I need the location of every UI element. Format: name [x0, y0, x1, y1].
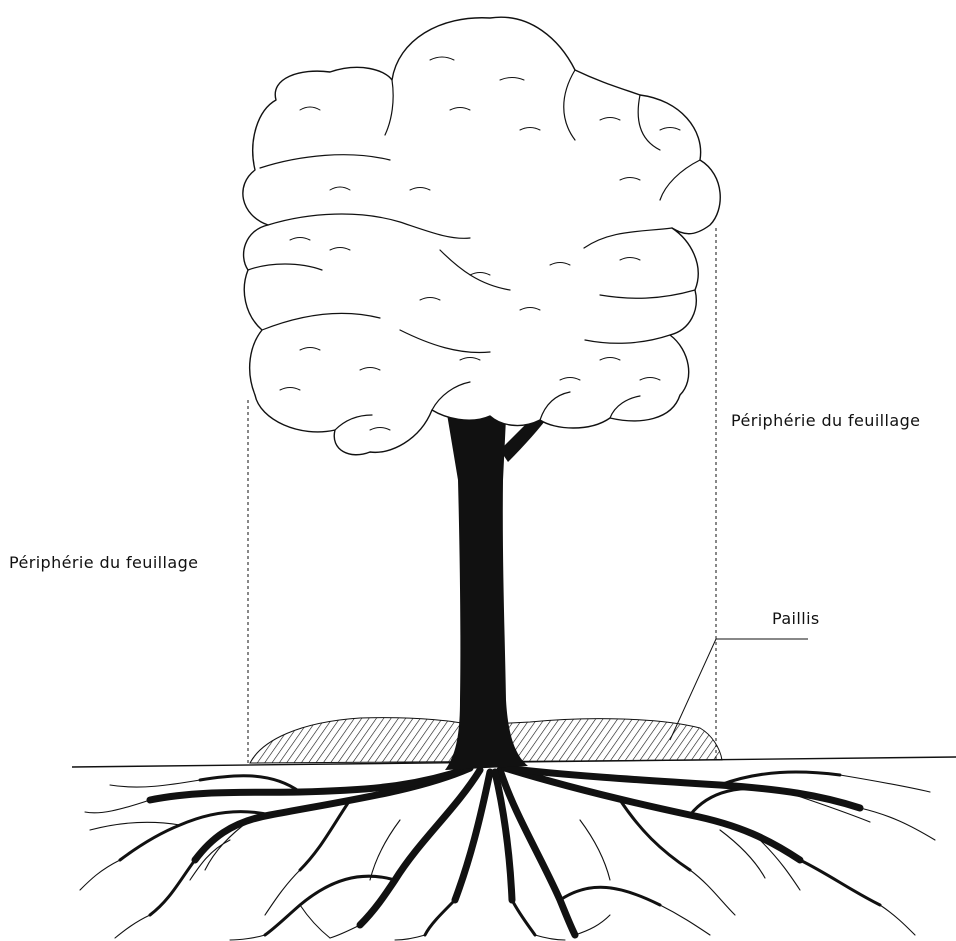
tree-trunk — [445, 400, 528, 770]
canopy-edge-left-label: Périphérie du feuillage — [9, 553, 198, 572]
canopy-edge-right-label: Périphérie du feuillage — [731, 411, 920, 430]
tree-canopy — [243, 17, 720, 455]
tree-roots — [80, 768, 935, 940]
mulch-label: Paillis — [772, 609, 820, 628]
mulch-leader-line — [670, 639, 808, 740]
